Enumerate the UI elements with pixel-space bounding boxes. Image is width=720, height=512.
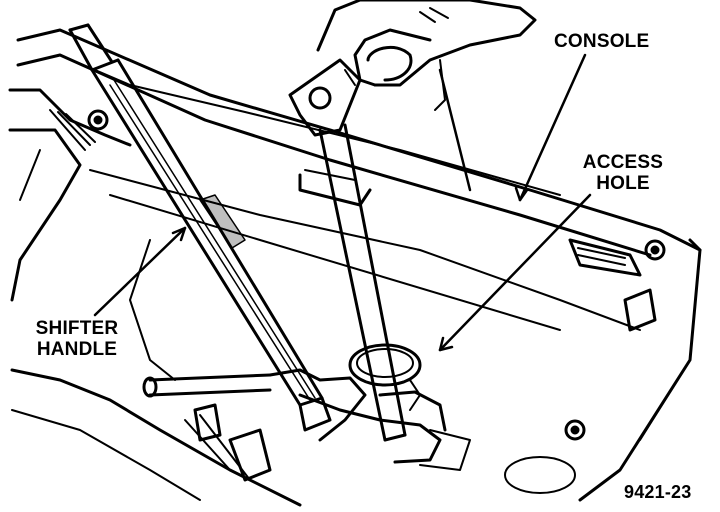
figure-number: 9421-23 (624, 482, 692, 502)
access-hole-label-line-1: ACCESS (582, 152, 664, 173)
access-hole-label: ACCESS HOLE (578, 152, 668, 194)
shifter-handle-label-line-1: SHIFTER (35, 318, 119, 339)
access-hole (348, 343, 422, 387)
access-hole-label-line-2: HOLE (596, 173, 650, 194)
console-label: CONSOLE (554, 31, 650, 52)
console-left-side (8, 88, 302, 507)
socket-tool (288, 58, 407, 442)
console-clip-right (568, 238, 666, 332)
leader-lines (93, 53, 592, 352)
hand (316, 0, 537, 111)
shifter-handle-label: SHIFTER HANDLE (22, 318, 132, 360)
shifter-handle-rod (68, 23, 332, 432)
shifter-handle-label-line-2: HANDLE (36, 339, 118, 360)
console-screws (87, 109, 586, 494)
shifter-mechanism (142, 368, 471, 482)
